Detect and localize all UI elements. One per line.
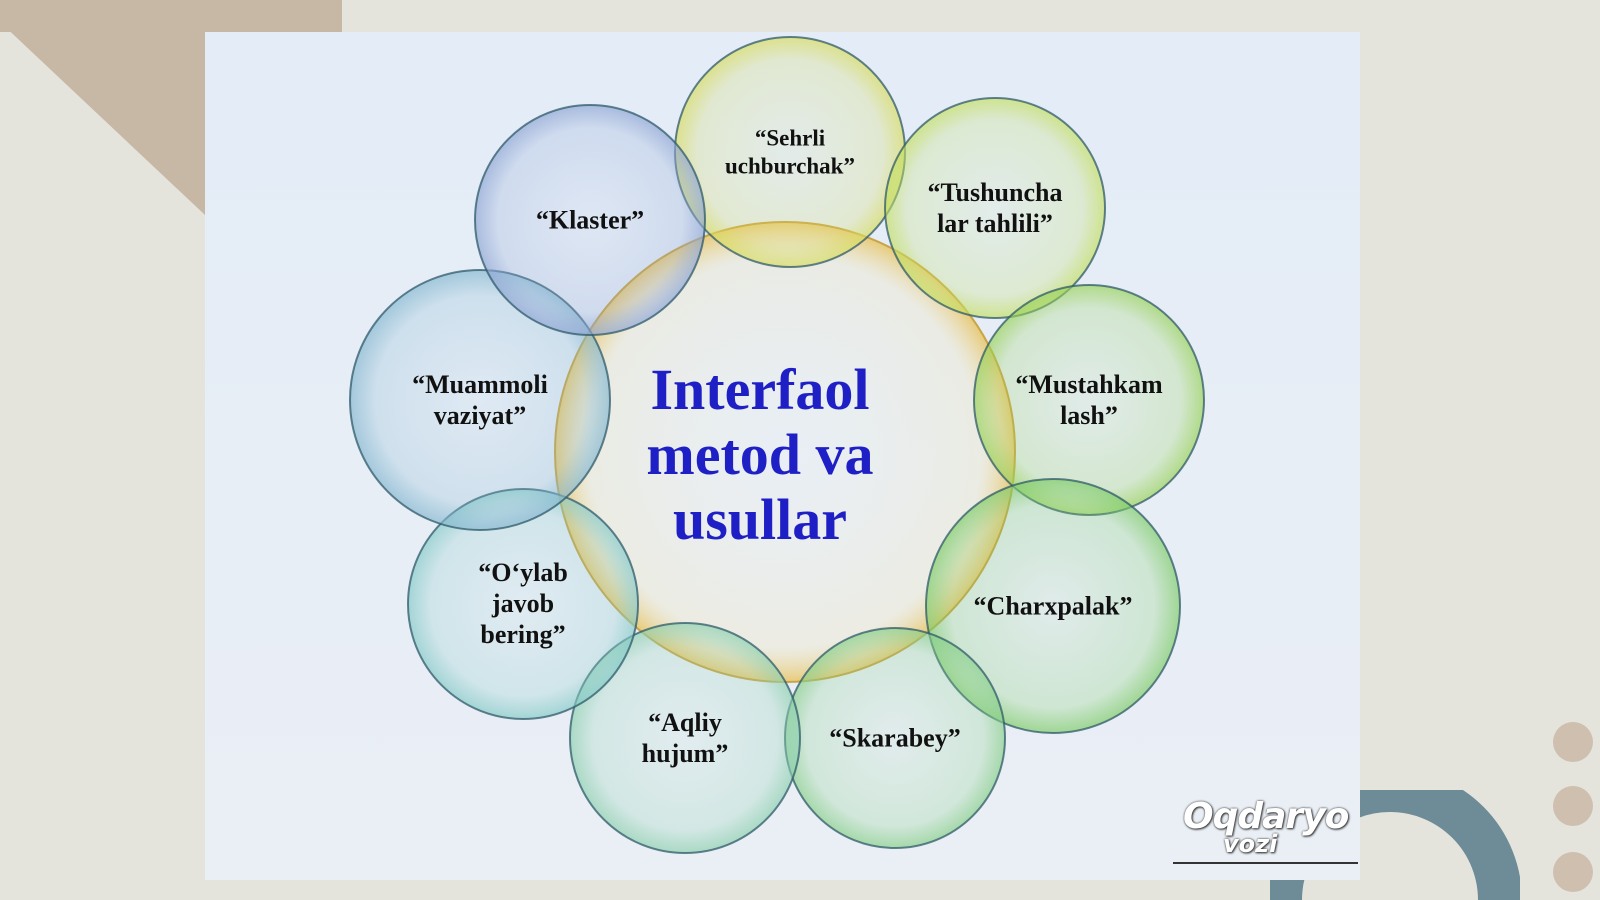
decorative-dot bbox=[1553, 722, 1593, 762]
watermark-underline bbox=[1173, 862, 1358, 864]
method-circle bbox=[925, 478, 1181, 734]
decorative-corner-triangle bbox=[0, 0, 205, 215]
method-circle-diagram bbox=[349, 36, 1205, 854]
method-label: “Mustahkam lash” bbox=[1015, 369, 1163, 430]
method-label: “Sehrli uchburchak” bbox=[725, 125, 855, 178]
method-label: “Klaster” bbox=[535, 205, 645, 235]
method-label: “Tushuncha lar tahlili” bbox=[927, 177, 1063, 238]
brand-watermark: Oqdaryo vozi bbox=[1173, 794, 1358, 866]
method-circle bbox=[349, 269, 611, 531]
method-circle bbox=[474, 104, 706, 336]
method-label: “Charxpalak” bbox=[973, 591, 1133, 621]
center-title: Interfaol metod va usullar bbox=[646, 357, 874, 552]
decorative-top-strip bbox=[0, 0, 342, 32]
method-label: “Muammoli vaziyat” bbox=[412, 369, 548, 430]
decorative-dot bbox=[1553, 786, 1593, 826]
method-circle bbox=[884, 97, 1106, 319]
watermark-brand: Oqdaryo bbox=[1183, 796, 1349, 837]
slide: “Sehrli uchburchak” “Tushuncha lar tahlil… bbox=[205, 32, 1360, 880]
decorative-dot bbox=[1553, 852, 1593, 892]
method-label: “Skarabey” bbox=[829, 723, 961, 753]
method-label: “O‘ylab javob bering” bbox=[478, 558, 568, 650]
method-circle bbox=[569, 622, 801, 854]
watermark-sub: vozi bbox=[1223, 830, 1278, 858]
method-label: “Aqliy hujum” bbox=[641, 707, 729, 768]
